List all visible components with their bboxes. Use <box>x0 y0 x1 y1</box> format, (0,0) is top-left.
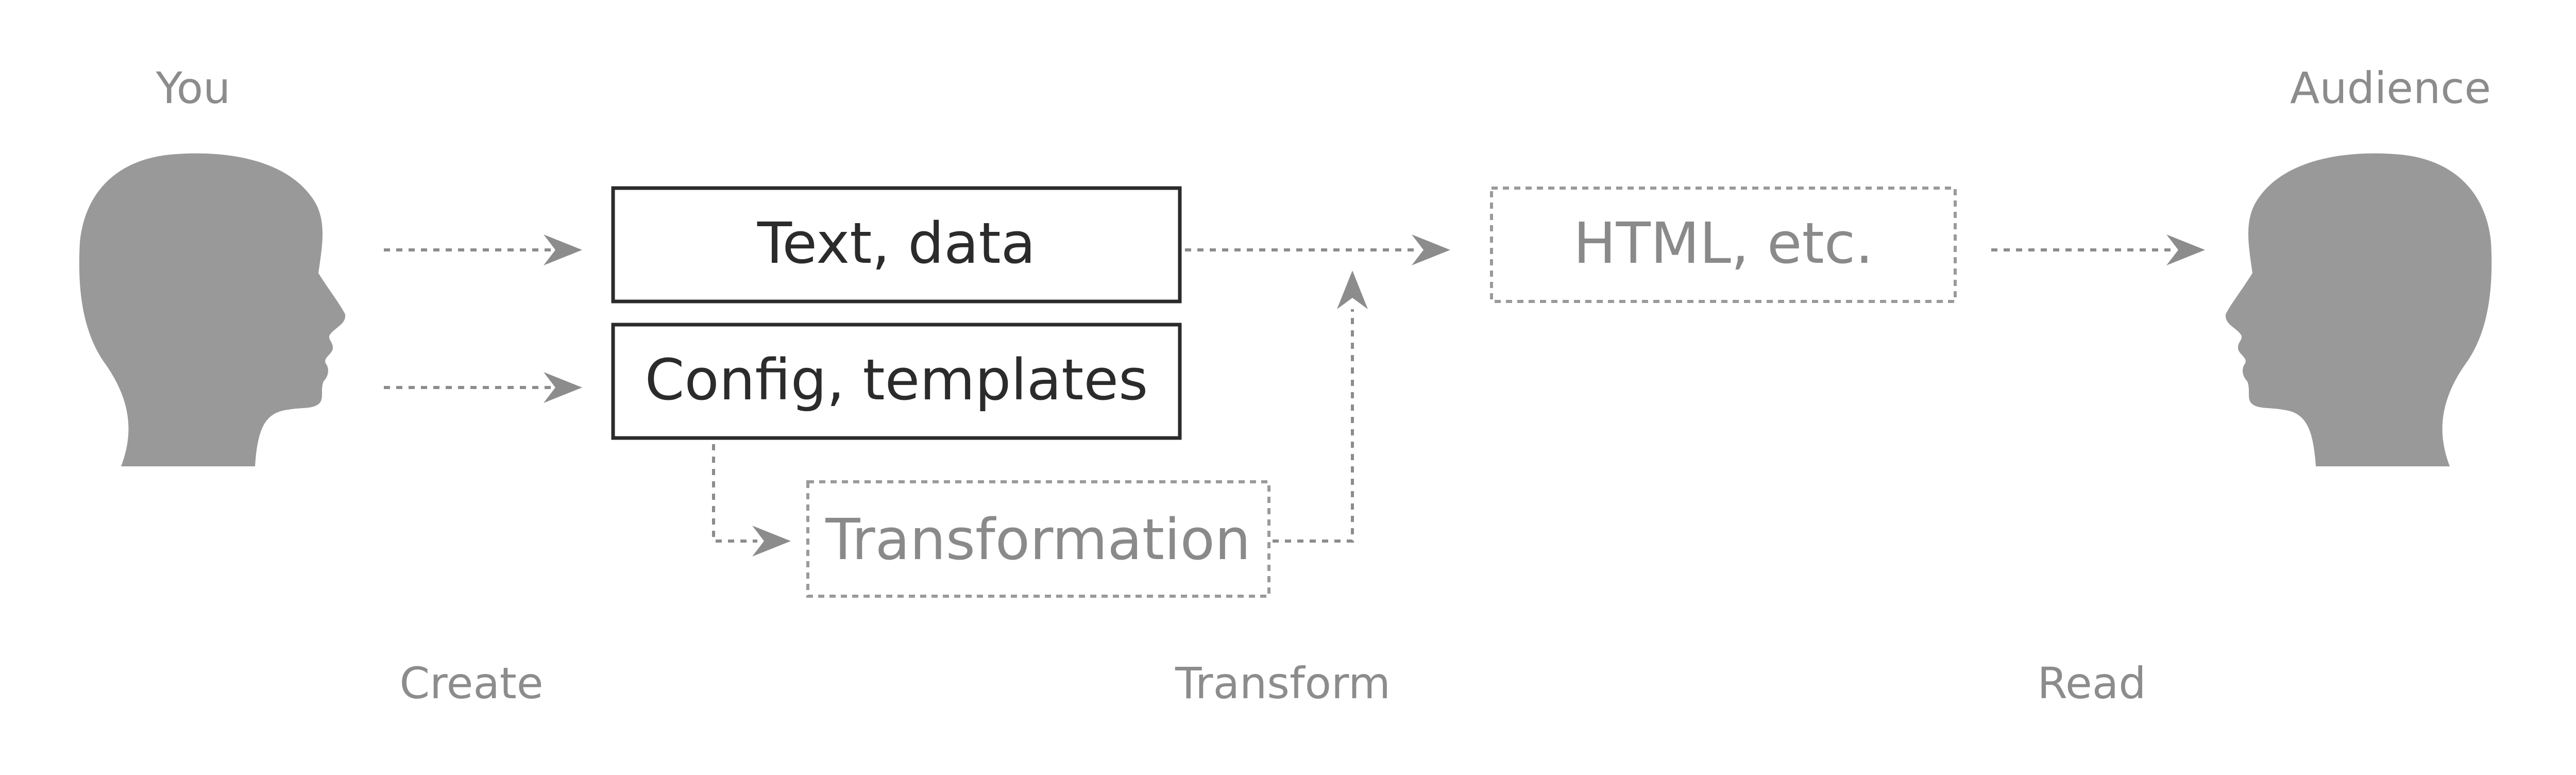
reader-label: Audience <box>2290 63 2491 113</box>
creator-label: You <box>156 63 231 113</box>
output-label: HTML, etc. <box>1573 210 1873 276</box>
arrow-transformation-up <box>1273 309 1354 543</box>
creator-head-silhouette-icon <box>79 153 346 466</box>
stage-create-label: Create <box>399 658 543 709</box>
arrowhead-output-to-audience <box>2166 234 2205 265</box>
arrowhead-transformation-up <box>1337 271 1368 309</box>
config-templates-label: Config, templates <box>645 347 1148 413</box>
stage-transform-label: Transform <box>1175 658 1391 709</box>
output-box <box>1490 187 1957 303</box>
arrowhead-you-to-config <box>544 372 582 403</box>
arrowhead-you-to-text-data <box>544 234 582 265</box>
text-data-box <box>611 186 1182 304</box>
transformation-label: Transformation <box>825 507 1250 572</box>
reader-head-silhouette-icon <box>2225 153 2492 466</box>
stage-read-label: Read <box>2037 658 2146 709</box>
transformation-box <box>806 480 1270 598</box>
arrowhead-text-data-to-output <box>1412 234 1450 265</box>
text-data-label: Text, data <box>757 210 1036 276</box>
arrow-config-to-transformation <box>712 444 757 543</box>
config-templates-box <box>611 323 1182 440</box>
arrowhead-config-to-transformation <box>752 526 791 557</box>
